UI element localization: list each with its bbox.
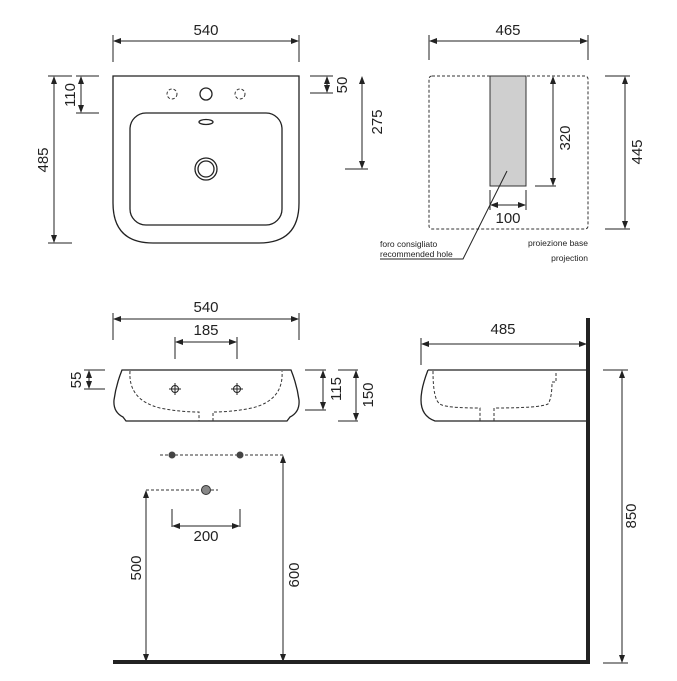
top-view: 540 485 110 50 275 bbox=[35, 22, 386, 244]
installation-view: 600 500 200 bbox=[113, 451, 590, 664]
projection-view: 465 320 100 445 foro consigliato recomme… bbox=[380, 22, 646, 263]
side-view: 485 850 bbox=[420, 318, 640, 664]
tap-hole-optional-left bbox=[166, 88, 178, 100]
tap-cross-left bbox=[169, 383, 181, 395]
basin-outline bbox=[112, 75, 300, 244]
dim-projection-depth-445: 445 bbox=[629, 139, 646, 164]
side-outline bbox=[420, 369, 588, 422]
dim-tap-spacing-185: 185 bbox=[193, 322, 218, 339]
dim-width-540: 540 bbox=[193, 22, 218, 39]
dim-drain-offset-275: 275 bbox=[369, 109, 386, 134]
supply-point-left bbox=[168, 451, 176, 459]
dim-total-height-150: 150 bbox=[360, 382, 377, 407]
dim-rim-50: 50 bbox=[334, 77, 351, 94]
hole-note-english: recommended hole bbox=[380, 249, 453, 259]
side-bowl-hidden bbox=[432, 370, 557, 421]
bowl-outline bbox=[129, 112, 283, 226]
overflow-slot bbox=[198, 118, 214, 126]
dim-hole-width-100: 100 bbox=[495, 210, 520, 227]
dim-front-width-540: 540 bbox=[193, 299, 218, 316]
front-view: 540 185 55 115 150 bbox=[68, 299, 377, 422]
drain-outer bbox=[194, 157, 218, 181]
recommended-hole bbox=[489, 75, 527, 187]
dim-tap-height-55: 55 bbox=[68, 372, 85, 389]
projection-note-italian: proiezione base bbox=[528, 238, 588, 248]
front-bowl-hidden bbox=[129, 370, 283, 421]
tap-cross-right bbox=[231, 383, 243, 395]
dim-supply-spacing-200: 200 bbox=[193, 528, 218, 545]
hole-leader-line bbox=[380, 170, 508, 260]
dim-mount-height-850: 850 bbox=[623, 503, 640, 528]
dim-drain-height-500: 500 bbox=[128, 555, 145, 580]
dim-hole-height-320: 320 bbox=[557, 125, 574, 150]
projection-note-english: projection bbox=[551, 253, 588, 263]
front-outline bbox=[113, 369, 300, 422]
dim-depth-485: 485 bbox=[35, 147, 52, 172]
dim-supply-height-600: 600 bbox=[286, 562, 303, 587]
supply-point-right bbox=[236, 451, 244, 459]
drain-point bbox=[201, 485, 211, 495]
dim-projection-width-465: 465 bbox=[495, 22, 520, 39]
hole-note-italian: foro consigliato bbox=[380, 239, 437, 249]
dim-bowl-height-115: 115 bbox=[328, 377, 345, 401]
dim-tap-offset-110: 110 bbox=[62, 83, 79, 107]
tap-hole-optional-right bbox=[234, 88, 246, 100]
drain-inner bbox=[197, 160, 215, 178]
tap-hole bbox=[199, 87, 213, 101]
dim-side-depth-485: 485 bbox=[490, 321, 515, 338]
